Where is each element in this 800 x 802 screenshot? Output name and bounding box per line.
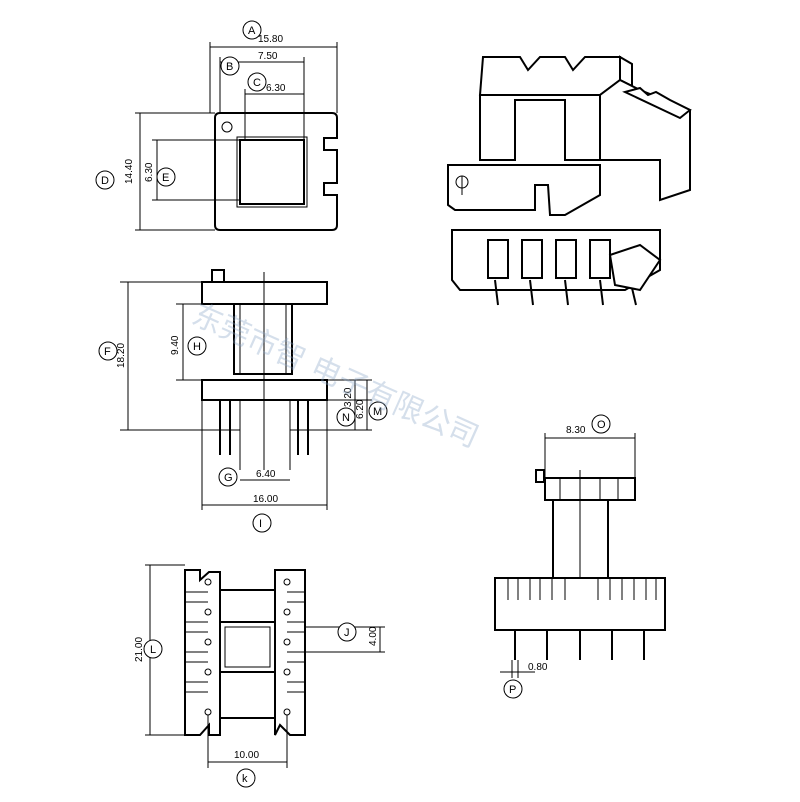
dim-F: 18.20 — [116, 343, 127, 368]
dim-G: 6.40 — [256, 469, 276, 480]
label-B: B — [226, 61, 233, 73]
dim-E: 6.30 — [144, 162, 155, 182]
label-P: P — [509, 684, 516, 696]
side-view: 8.30 0.80 O P — [494, 414, 666, 699]
label-M: M — [373, 406, 382, 418]
label-A: A — [248, 25, 256, 37]
dim-B: 7.50 — [258, 51, 278, 62]
dim-O: 8.30 — [566, 425, 586, 436]
top-view: 15.80 7.50 6.30 14.40 6.30 A B C D E — [95, 20, 338, 231]
label-K: k — [242, 773, 248, 785]
label-D: D — [101, 175, 109, 187]
dim-A: 15.80 — [258, 34, 283, 45]
label-H: H — [193, 341, 201, 353]
label-C: C — [253, 77, 261, 89]
front-view: 18.20 9.40 3.20 6.20 6.40 16.00 F H N M … — [98, 269, 388, 533]
watermark: 东莞市智 电子有限公司 — [187, 297, 484, 455]
label-L: L — [150, 644, 156, 656]
dim-C: 6.30 — [266, 83, 286, 94]
label-J: J — [344, 627, 350, 639]
bottom-view-slots — [185, 591, 305, 693]
label-O: O — [597, 419, 606, 431]
dim-N: 3.20 — [343, 387, 354, 407]
label-G: G — [224, 472, 233, 484]
dim-D: 14.40 — [124, 159, 135, 184]
label-E: E — [162, 172, 169, 184]
dim-L: 21.00 — [134, 637, 145, 662]
label-N: N — [342, 412, 350, 424]
dim-J: 4.00 — [368, 626, 379, 646]
dim-H: 9.40 — [170, 335, 181, 355]
isometric-view — [447, 55, 692, 306]
label-I: I — [259, 518, 262, 530]
dim-I: 16.00 — [253, 494, 278, 505]
dim-K: 10.00 — [234, 750, 259, 761]
dim-P: 0.80 — [528, 662, 548, 673]
dim-M: 6.20 — [355, 399, 366, 419]
bottom-view: 21.00 4.00 10.00 L J k — [134, 564, 385, 788]
label-F: F — [104, 346, 111, 358]
